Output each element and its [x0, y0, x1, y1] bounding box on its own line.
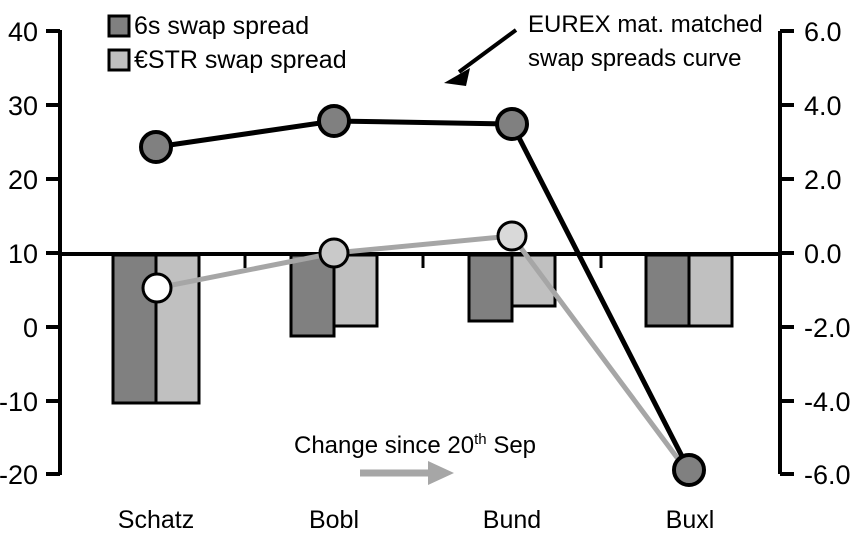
left-axis: 40 30 20 10 0 -10 -20 — [0, 17, 62, 490]
right-axis-tick-label: 6.0 — [804, 17, 842, 47]
change-since-polyline[interactable] — [156, 233, 693, 477]
series-eurex-curve — [139, 104, 706, 487]
bar-6s-buxl[interactable] — [644, 253, 691, 328]
eurex-curve-polyline[interactable] — [155, 118, 692, 472]
legend: 6s swap spread €STR swap spread — [107, 12, 347, 74]
legend-label-6s: 6s swap spread — [134, 12, 309, 40]
change-since-marker-bobl[interactable] — [318, 237, 350, 269]
right-axis-tick-label: -2.0 — [804, 313, 851, 343]
legend-swatch-6s — [107, 14, 131, 38]
right-axis-tick-label: 2.0 — [804, 165, 842, 195]
bar-6s-bobl[interactable] — [289, 253, 336, 338]
legend-swatch-estr — [107, 48, 131, 72]
series-change-since-line — [141, 220, 693, 477]
left-axis-tick-label: 30 — [8, 91, 38, 121]
left-axis-tick-label: -10 — [0, 387, 38, 417]
annotation-eurex-arrow-head — [444, 68, 470, 86]
annotation-change-callout: Change since 20th Sep — [294, 431, 536, 485]
left-axis-tick-label: 0 — [23, 313, 38, 343]
eurex-marker-bobl[interactable] — [317, 104, 351, 138]
left-axis-tick-label: 20 — [8, 165, 38, 195]
right-axis-tick-label: -6.0 — [804, 460, 851, 490]
category-label-bund: Bund — [483, 506, 541, 534]
annotation-eurex-callout: EUREX mat. matched swap spreads curve — [444, 11, 763, 86]
eurex-marker-schatz[interactable] — [139, 130, 173, 164]
annotation-eurex-line1: EUREX mat. matched — [528, 11, 763, 38]
right-axis-tick-label: -4.0 — [804, 387, 851, 417]
annotation-change-text: Change since 20th Sep — [294, 431, 536, 459]
eurex-marker-buxl[interactable] — [672, 453, 706, 487]
category-label-bobl: Bobl — [309, 506, 359, 534]
left-axis-tick-label: 40 — [8, 17, 38, 47]
annotation-change-arrow-head — [428, 461, 454, 485]
bar-estr-bobl[interactable] — [332, 253, 379, 328]
change-since-marker-schatz[interactable] — [141, 272, 173, 304]
annotation-change-prefix: Change since 20 — [294, 432, 474, 459]
annotation-change-sup: th — [474, 431, 487, 448]
legend-label-estr: €STR swap spread — [134, 46, 347, 74]
right-axis-tick-label: 0.0 — [804, 239, 842, 269]
bar-6s-bund[interactable] — [467, 253, 514, 323]
annotation-eurex-line2: swap spreads curve — [528, 45, 741, 72]
bar-group-buxl — [644, 253, 734, 328]
left-axis-tick-label: -20 — [0, 460, 38, 490]
category-label-schatz: Schatz — [118, 506, 194, 534]
annotation-eurex-arrow-shaft — [457, 28, 518, 74]
x-axis-category-labels: Schatz Bobl Bund Buxl — [118, 506, 715, 534]
right-axis-tick-label: 4.0 — [804, 91, 842, 121]
eurex-marker-bund[interactable] — [495, 107, 529, 141]
bar-estr-buxl[interactable] — [687, 253, 734, 328]
change-since-marker-bund[interactable] — [496, 220, 528, 252]
annotation-change-suffix: Sep — [487, 432, 536, 459]
bar-group-bobl — [289, 253, 379, 338]
left-axis-tick-label: 10 — [8, 239, 38, 269]
category-label-buxl: Buxl — [666, 506, 715, 534]
